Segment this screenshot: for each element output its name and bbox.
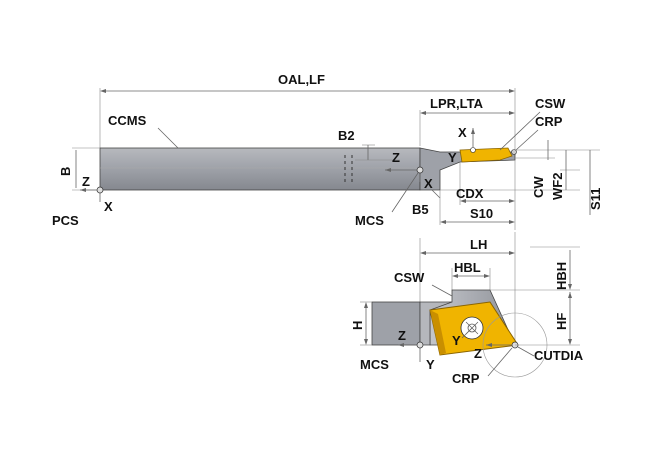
lpr-lta-label: LPR,LTA [430,96,484,111]
mcs-bottom-y-label: Y [426,357,435,372]
pcs-label: PCS [52,213,79,228]
cw-label: CW [531,176,546,198]
ccms-label: CCMS [108,113,147,128]
mcs-top-x-label: X [424,176,433,191]
mcs-top-label: MCS [355,213,384,228]
mcs-top-z-label: Z [392,150,400,165]
top-x-label: X [458,125,467,140]
top-y-label: Y [448,150,457,165]
s11-label: S11 [588,188,603,210]
mcs-bottom-z-label: Z [398,328,406,343]
lh-label: LH [470,237,487,252]
top-view: OAL,LF CCMS B Z X PCS B2 Z [52,72,603,230]
hf-label: HF [554,313,569,330]
crp-top-label: CRP [535,114,563,129]
pcs-z-label: Z [82,174,90,189]
hbh-label: HBH [554,262,569,290]
b-label: B [58,167,73,176]
crp-bottom-label: CRP [452,371,480,386]
shank [99,147,421,191]
pcs-x-label: X [104,199,113,214]
bottom-view: LH HBL CUTDIA HBH HF [350,232,584,386]
insert-y-label: Y [452,333,461,348]
csw-top-label: CSW [535,96,566,111]
shank-end [371,301,421,346]
h-label: H [350,321,365,330]
b2-label: B2 [338,128,355,143]
cutdia-label: CUTDIA [534,348,584,363]
csw-bottom-label: CSW [394,270,425,285]
b5-label: B5 [412,202,429,217]
oal-lf-label: OAL,LF [278,72,325,87]
insert-z-label: Z [474,346,482,361]
wf2-label: WF2 [550,173,565,200]
hbl-label: HBL [454,260,481,275]
s10-label: S10 [470,206,493,221]
cdx-label: CDX [456,186,484,201]
mcs-bottom-label: MCS [360,357,389,372]
